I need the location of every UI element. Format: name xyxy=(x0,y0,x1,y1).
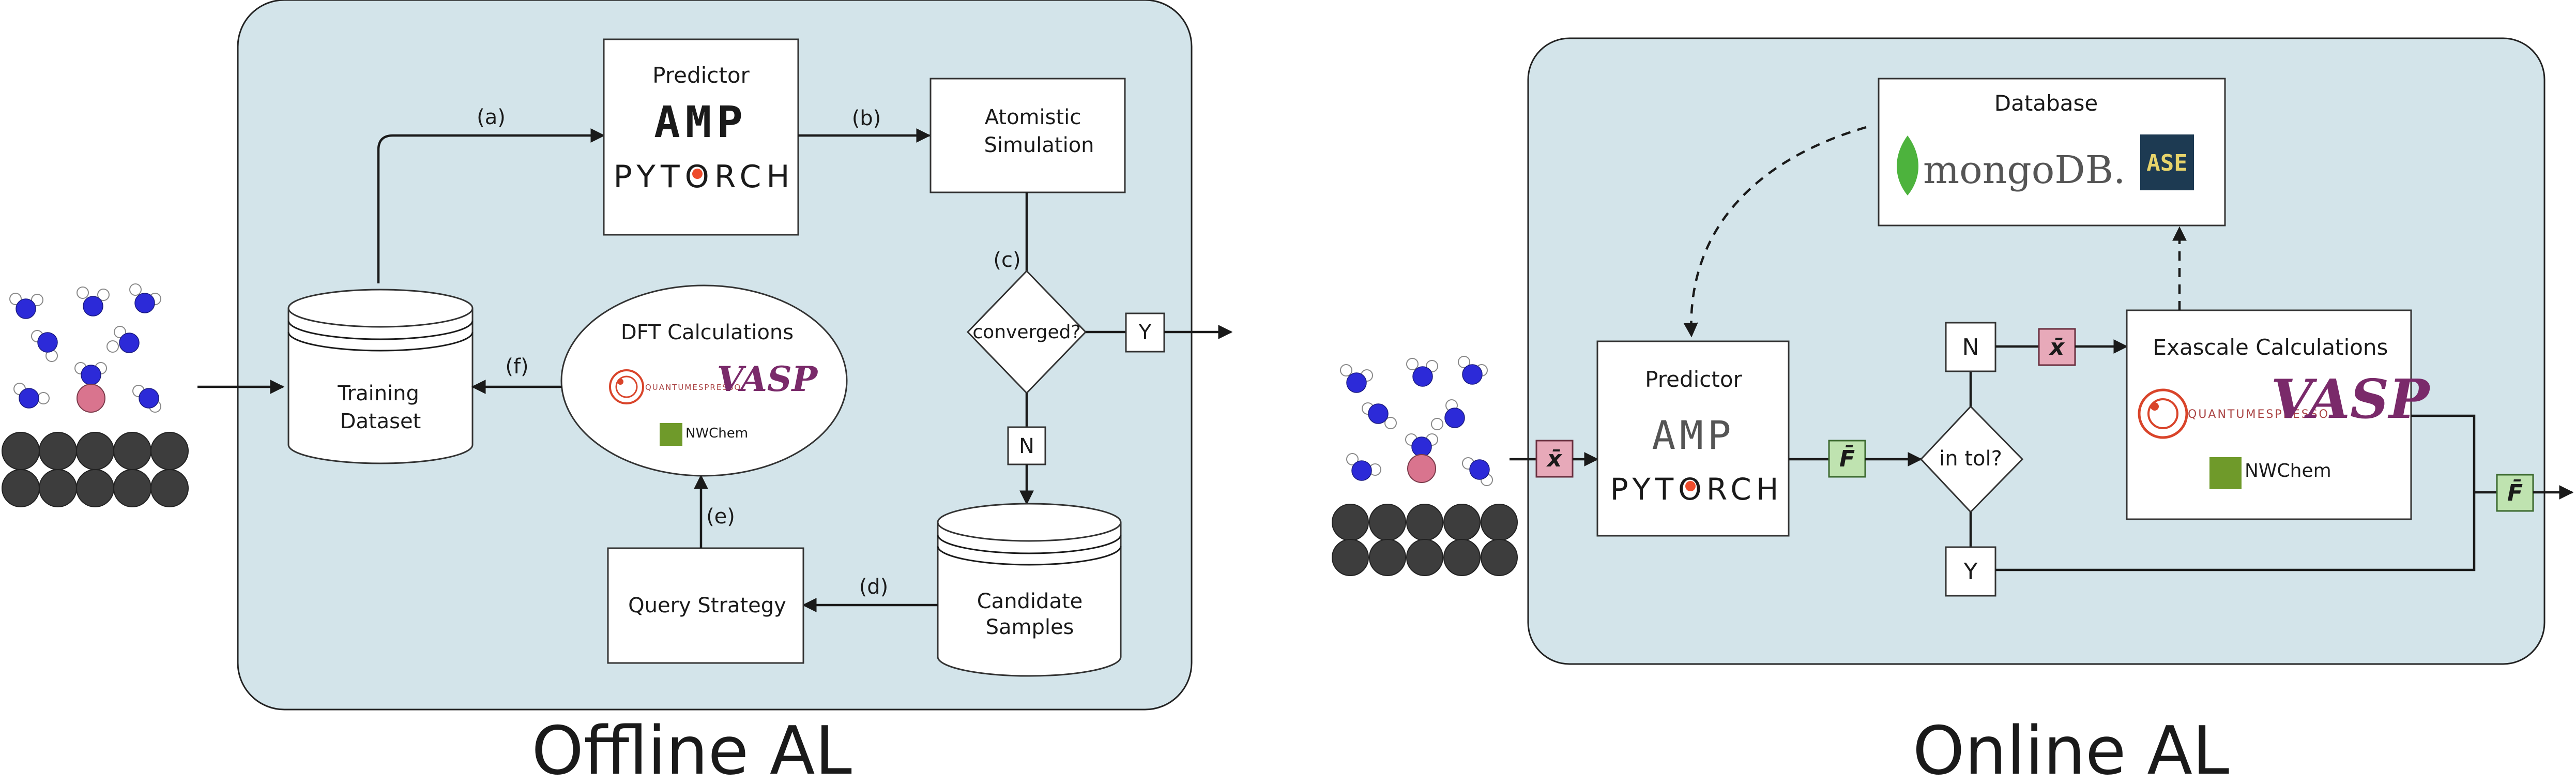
query-strategy-node: Query Strategy xyxy=(607,547,804,664)
offline-pytorch-logo: PYTORCH xyxy=(613,159,795,195)
ase-logo: ASE xyxy=(2146,150,2187,176)
online-water-molecules xyxy=(1340,356,1493,486)
online-surface-atoms xyxy=(1332,504,1518,576)
atomistic-label-line2: Simulation xyxy=(984,133,1094,157)
database-node: Database mongoDB. ASE xyxy=(1878,78,2226,227)
online-espresso-logo-icon xyxy=(2138,388,2188,439)
output-f-label: F̄ xyxy=(2507,478,2523,506)
intol-yes-label: Y xyxy=(1963,559,1978,585)
intol-no-label: N xyxy=(1962,334,1979,360)
offline-amp-logo: AMP xyxy=(654,97,748,147)
edge-e-label: (e) xyxy=(706,505,735,529)
online-al-section: x̄ Predictor AMP PYTORCH F̄ in tol? N x̄ xyxy=(1332,37,2574,784)
in-tol-label: in tol? xyxy=(1939,447,2002,471)
exascale-x-label: x̄ xyxy=(2049,334,2065,360)
edge-d-label: (d) xyxy=(859,575,889,599)
intol-yes-tag xyxy=(1945,546,1996,597)
converged-no-tag xyxy=(1007,426,1046,465)
candidate-label-line2: Samples xyxy=(986,615,1074,639)
offline-vasp-logo: VASP xyxy=(717,359,819,399)
offline-molecule-illustration xyxy=(2,283,189,507)
offline-surface-atoms xyxy=(2,432,189,507)
online-pytorch-logo: PYTORCH xyxy=(1610,472,1784,507)
edge-f-label: (f) xyxy=(505,355,528,379)
offline-al-section: Training Dataset (a) Predictor AMP PYTOR… xyxy=(2,0,1233,784)
exascale-calculations-node: Exascale Calculations QUANTUMESPRESSO VA… xyxy=(2126,309,2431,520)
training-dataset-node: Training Dataset xyxy=(287,289,474,464)
offline-nwchem-logo: NWChem xyxy=(685,426,748,441)
edge-c-label: (c) xyxy=(993,248,1020,272)
offline-pytorch-flame-icon xyxy=(692,169,703,179)
atomistic-simulation-node: Atomistic Simulation xyxy=(929,78,1126,193)
online-input-x-label: x̄ xyxy=(1546,446,1563,472)
online-amp-logo: AMP xyxy=(1652,412,1735,458)
edge-a xyxy=(377,128,605,283)
training-dataset-label-line2: Dataset xyxy=(340,410,421,433)
converged-no-label: N xyxy=(1019,434,1034,458)
exascale-output-edge xyxy=(2411,414,2476,492)
candidate-label-line1: Candidate xyxy=(977,590,1083,613)
offline-section-title: Offline AL xyxy=(531,713,852,784)
online-predictor-node: Predictor AMP PYTORCH xyxy=(1596,340,1790,537)
in-tol-decision-node: in tol? xyxy=(1919,405,2024,514)
edge-a-label: (a) xyxy=(477,105,506,129)
predictor-f-label: F̄ xyxy=(1839,444,1855,472)
candidate-samples-node: Candidate Samples xyxy=(937,503,1122,677)
database-title: Database xyxy=(1994,91,2098,116)
atomistic-label-line1: Atomistic xyxy=(985,105,1081,129)
online-nwchem-logo-icon xyxy=(2209,457,2242,489)
database-to-predictor-edge xyxy=(1683,126,1867,338)
mongodb-logo: mongoDB. xyxy=(1923,148,2126,192)
converged-decision-node: converged? xyxy=(966,269,1087,395)
dft-title: DFT Calculations xyxy=(621,321,794,344)
exascale-title: Exascale Calculations xyxy=(2153,335,2388,360)
online-predictor-title: Predictor xyxy=(1645,367,1742,392)
online-molecule-illustration xyxy=(1332,356,1518,576)
offline-espresso-logo-icon xyxy=(609,369,644,404)
offline-espresso-logo: QUANTUMESPRESSO xyxy=(645,383,741,392)
edge-b-label: (b) xyxy=(852,107,881,130)
training-dataset-label-line1: Training xyxy=(337,382,419,405)
intol-yes-edge-2 xyxy=(1995,492,2476,571)
mongodb-leaf-icon xyxy=(1897,135,1918,195)
online-pytorch-flame-icon xyxy=(1685,481,1696,491)
offline-predictor-title: Predictor xyxy=(652,63,750,88)
converged-label: converged? xyxy=(972,322,1080,343)
query-strategy-label: Query Strategy xyxy=(628,594,786,617)
ase-logo-badge xyxy=(2140,134,2194,190)
offline-water-molecules xyxy=(9,283,161,413)
offline-predictor-node: Predictor AMP PYTORCH xyxy=(603,38,799,236)
online-espresso-logo: QUANTUMESPRESSO xyxy=(2188,408,2329,421)
converged-yes-tag xyxy=(1125,312,1165,353)
online-section-title: Online AL xyxy=(1913,713,2229,784)
converged-yes-label: Y xyxy=(1138,321,1152,344)
offline-nwchem-logo-icon xyxy=(660,423,682,446)
online-vasp-logo: VASP xyxy=(2271,367,2431,431)
online-nwchem-logo: NWChem xyxy=(2245,460,2331,481)
dft-calculations-node: DFT Calculations QUANTUMESPRESSO VASP NW… xyxy=(560,284,848,477)
